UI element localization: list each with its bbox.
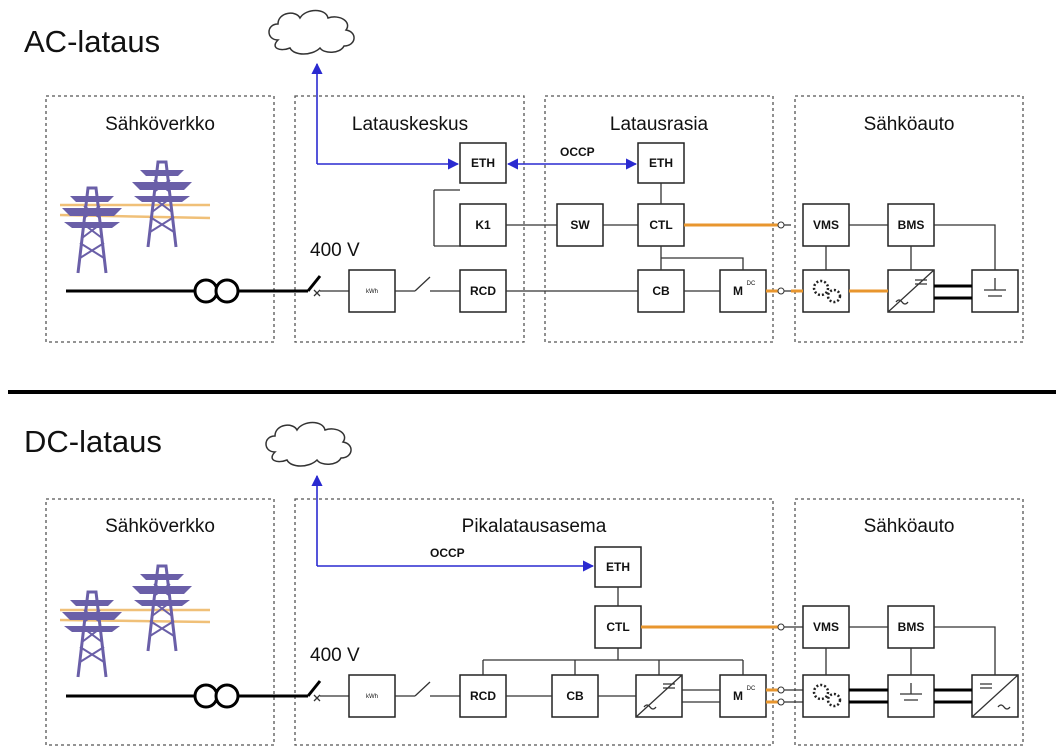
cloud-icon [265,421,352,467]
ac-bms-label: BMS [898,218,925,232]
ac-mdc-label: M [733,284,743,298]
converter-icon [887,269,935,313]
ac-region-car-label: Sähköauto [864,114,955,135]
ac-section-title: AC-lataus [24,24,160,59]
ac-voltage-label: 400 V [310,240,360,261]
ac-region-car [794,95,1024,343]
ac-region-box-label: Latausrasia [610,114,709,135]
ac-occp-label: OCCP [560,145,595,159]
dc-kwh-label: kWh [366,694,378,700]
dc-bms-label: BMS [898,620,925,634]
transformer-icon [193,278,240,304]
ac-mdc-sup: DC [747,281,756,287]
cloud-icon [268,9,355,55]
converter-icon [971,674,1019,718]
pylon-icon [59,564,211,679]
dc-region-car-label: Sähköauto [864,516,955,537]
dc-mdc-sup: DC [747,686,756,692]
dc-rcd [459,674,507,718]
dc-region-car [794,498,1024,746]
dc-cb-label: CB [566,689,584,703]
pylon-icon [59,160,211,275]
ac-k1 [459,203,507,247]
switch-icon [306,680,322,702]
ac-region-grid [45,95,275,343]
dc-region-station-label: Pikalatausasema [462,516,607,537]
ac-ctl-label: CTL [649,218,672,232]
dc-vms-label: VMS [813,620,839,634]
dc-ctl-label: CTL [606,620,629,634]
ac-region-center [294,95,525,343]
dc-rcd-label: RCD [470,689,496,703]
ac-bms [887,203,935,247]
ac-rcd-label: RCD [470,284,496,298]
dc-region-grid [45,498,275,746]
switch-icon [306,275,322,297]
ac-kwh-meter [348,269,396,313]
ac-sw [556,203,604,247]
dc-mdc-label: M [733,689,743,703]
ac-rcd [459,269,507,313]
dc-region-station [294,498,774,746]
converter-icon [635,674,683,718]
ac-eth-center [459,142,507,184]
ac-region-box [544,95,774,343]
motor-gear-icon [802,269,850,313]
dc-occp-label: OCCP [430,546,465,560]
ac-mdc [719,269,767,313]
ac-k1-label: K1 [475,218,491,232]
ac-vms-label: VMS [813,218,839,232]
dc-cb [551,674,599,718]
dc-eth-label: ETH [606,560,630,574]
motor-gear-icon [802,674,850,718]
transformer-icon [193,683,240,709]
ac-region-grid-label: Sähköverkko [105,114,215,135]
dc-eth [594,546,642,588]
ac-kwh-label: kWh [366,289,378,295]
dc-section-title: DC-lataus [24,424,162,459]
battery-icon [971,269,1019,313]
battery-icon [887,674,935,718]
ac-cb-label: CB [652,284,670,298]
dc-ctl [594,605,642,649]
dc-region-grid-label: Sähköverkko [105,516,215,537]
dc-voltage-label: 400 V [310,645,360,666]
ac-sw-label: SW [570,218,590,232]
dc-mdc [719,674,767,718]
ac-region-center-label: Latauskeskus [352,114,468,135]
ac-eth-box [637,142,685,184]
ac-eth-box-label: ETH [649,156,673,170]
ac-eth-center-label: ETH [471,156,495,170]
section-divider [8,390,1056,394]
